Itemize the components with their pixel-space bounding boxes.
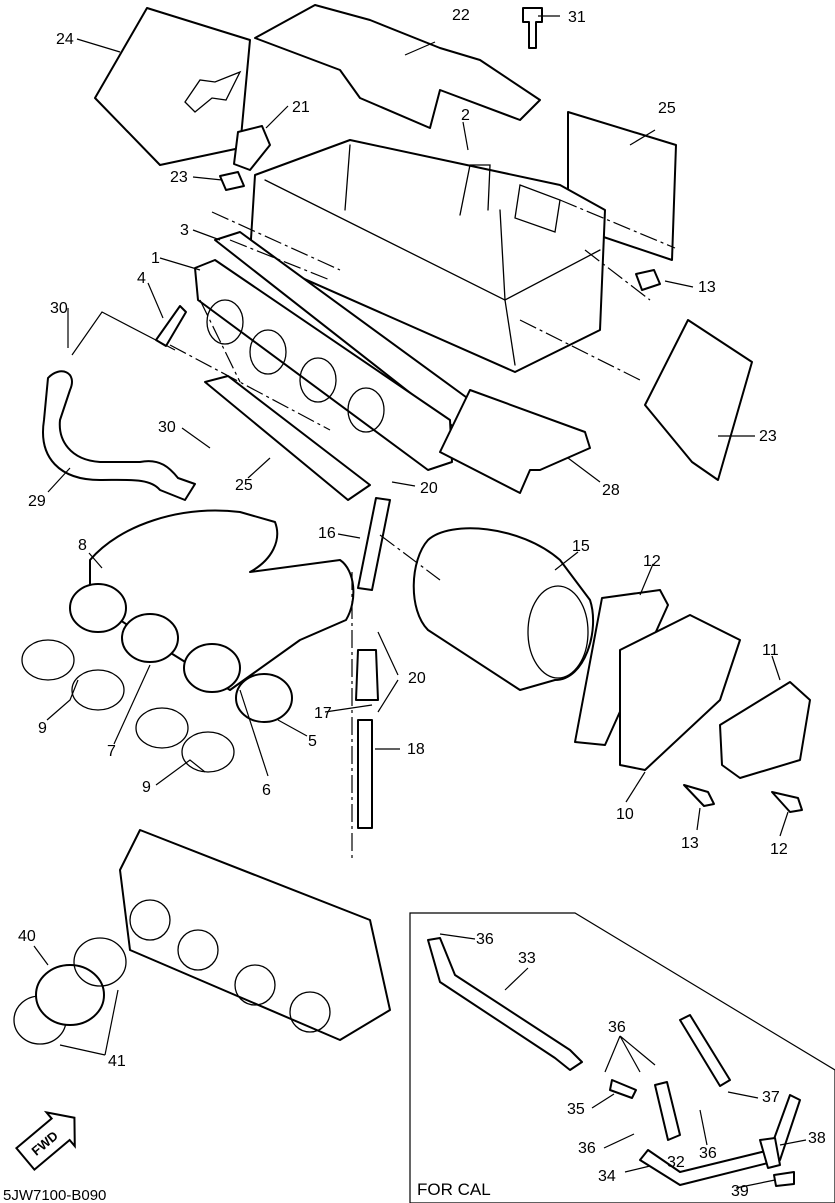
callout-9a: 9 <box>38 720 47 737</box>
callout-22: 23 <box>170 169 188 186</box>
part-38-hose <box>759 1137 781 1169</box>
part-9-clamp-b <box>135 707 189 749</box>
part-32-hose <box>654 1081 681 1141</box>
part-15-nut <box>635 269 661 291</box>
callout-24: 22 <box>452 7 470 24</box>
part-14-screw <box>683 784 715 807</box>
callout-33: 33 <box>518 950 536 967</box>
callout-30a: 30 <box>50 300 68 317</box>
part-22-clip <box>219 171 245 191</box>
callout-5: 5 <box>308 733 317 750</box>
callout-14: 13 <box>681 835 699 852</box>
part-31-bolt <box>522 7 543 49</box>
callout-2: 2 <box>461 107 470 124</box>
part-23-plate <box>204 375 371 501</box>
callout-41: 41 <box>108 1053 126 1070</box>
callout-9b: 9 <box>142 779 151 796</box>
callout-21: 21 <box>292 99 310 116</box>
for-cal-inset-frame <box>409 912 835 1203</box>
part-shapes <box>13 4 811 1045</box>
callout-32: 32 <box>667 1154 685 1171</box>
callout-10: 10 <box>616 806 634 823</box>
part-29-hose <box>42 370 196 501</box>
callout-38: 38 <box>808 1130 826 1147</box>
part-41-clamp-b <box>73 937 127 987</box>
carburetor-assembly <box>119 829 391 1041</box>
callout-26: 24 <box>56 31 74 48</box>
callout-39: 39 <box>731 1183 749 1200</box>
callout-35: 35 <box>567 1101 585 1118</box>
leader-lines <box>33 15 807 1189</box>
part-24-top-cover <box>254 4 541 129</box>
part-39-screw <box>773 1171 795 1187</box>
callout-labels: 24 22 31 21 2 25 23 3 1 4 13 30 23 30 25… <box>18 7 826 1200</box>
callout-37: 37 <box>762 1089 780 1106</box>
part-16-air-filter <box>412 527 595 691</box>
fwd-arrow-icon: FWD <box>14 1110 76 1171</box>
callout-31: 31 <box>568 9 586 26</box>
part-17-hose <box>357 497 391 591</box>
callout-36b: 36 <box>608 1019 626 1036</box>
inset-parts <box>427 937 801 1187</box>
callout-1: 1 <box>151 250 160 267</box>
part-25-side-plate <box>644 319 753 481</box>
part-1-intake-plate <box>194 259 453 471</box>
callout-40: 40 <box>18 928 36 945</box>
part-11-cover <box>719 681 811 779</box>
part-21-joint <box>233 125 271 171</box>
callout-7: 7 <box>107 743 116 760</box>
callout-36c: 36 <box>578 1140 596 1157</box>
callout-20b: 20 <box>408 670 426 687</box>
part-10-duct <box>619 614 741 771</box>
callout-17: 16 <box>318 525 336 542</box>
part-19-hose <box>357 719 373 829</box>
callout-15: 13 <box>698 279 716 296</box>
callout-11: 11 <box>762 642 779 659</box>
callout-8: 8 <box>78 537 87 554</box>
callout-13: 12 <box>643 553 661 570</box>
part-18-valve <box>355 649 379 701</box>
callout-27: 25 <box>658 100 676 117</box>
drawing-code: 5JW7100-B090 <box>3 1187 106 1203</box>
callout-23: 25 <box>235 477 253 494</box>
callout-36a: 36 <box>476 931 494 948</box>
callout-16: 15 <box>572 538 590 555</box>
callout-4: 4 <box>137 270 146 287</box>
callout-20a: 20 <box>420 480 438 497</box>
callout-36d: 36 <box>699 1145 717 1162</box>
part-37-coil-hose <box>679 1014 731 1087</box>
part-28-bottom-plate <box>439 389 591 494</box>
callout-25: 23 <box>759 428 777 445</box>
callout-30b: 30 <box>158 419 176 436</box>
intake-joint-group <box>89 509 355 691</box>
part-40-joint <box>35 964 105 1026</box>
part-33-hose <box>427 937 583 1071</box>
callout-19: 18 <box>407 741 425 758</box>
part-35-tee <box>609 1079 637 1099</box>
part-34-hose <box>639 1094 801 1186</box>
alignment-lines <box>169 199 676 860</box>
callout-12: 12 <box>770 841 788 858</box>
callout-3: 3 <box>180 222 189 239</box>
part-9-clamp-a <box>21 639 75 681</box>
callout-28: 28 <box>602 482 620 499</box>
callout-6: 6 <box>262 782 271 799</box>
callout-18: 17 <box>314 705 332 722</box>
part-8-joint-end <box>69 583 127 633</box>
part-26-side-cover <box>94 7 251 166</box>
part-12-screw <box>771 791 803 813</box>
callout-34: 34 <box>598 1168 616 1185</box>
callout-29: 29 <box>28 493 46 510</box>
for-cal-label: FOR CAL <box>417 1180 491 1199</box>
